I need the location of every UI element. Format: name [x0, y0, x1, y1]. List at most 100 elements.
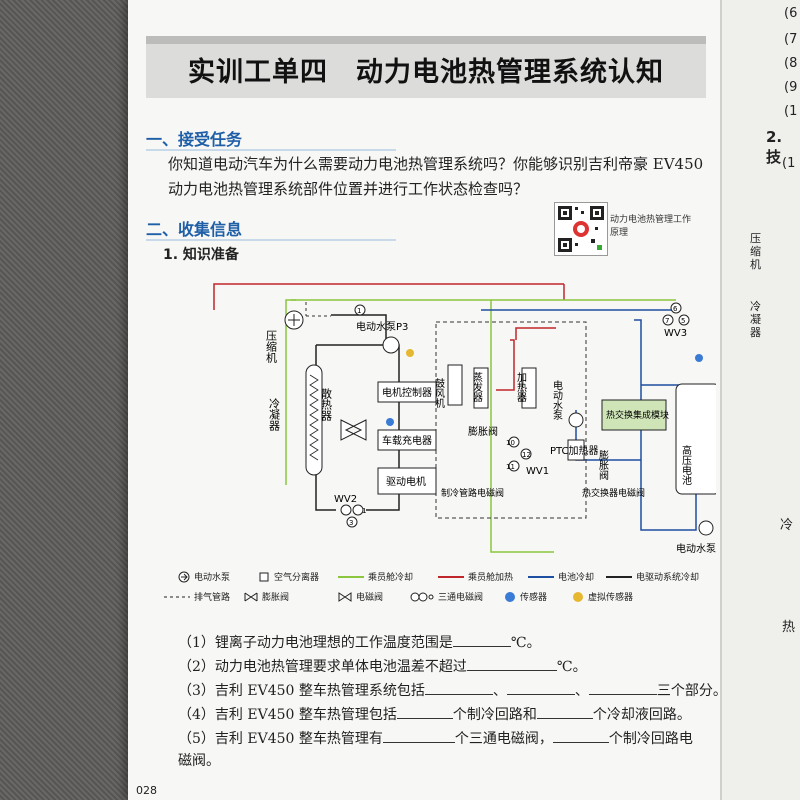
page-title: 实训工单四 动力电池热管理系统认知	[188, 57, 664, 88]
valve-1-icon	[354, 304, 366, 316]
virtual-sensor-icon	[406, 349, 414, 357]
cabin-cooling-line	[285, 299, 296, 485]
air-separator-icon	[259, 572, 269, 581]
question-3: （3）吉利 EV450 整车热管理系统包括、、三个部分。	[178, 680, 727, 702]
legend-item: 排气管路	[164, 590, 230, 603]
drive-cooling-swatch	[606, 575, 632, 578]
vent-line	[305, 302, 331, 317]
right-page-item: (7	[784, 32, 798, 47]
right-page-item: (9	[784, 80, 798, 95]
legend-item: 虚拟传感器	[572, 590, 633, 603]
heat-exchanger-label: 热交换集成模块	[606, 409, 669, 421]
answer-blank[interactable]	[552, 728, 609, 743]
right-page-condenser-label: 冷凝器	[750, 300, 761, 339]
legend-item: 乘员舱冷却	[338, 570, 413, 583]
pump-p2-icon	[698, 520, 714, 536]
right-page-heading: 2. 技	[766, 128, 783, 166]
electric-pump-icon	[568, 412, 584, 428]
answer-blank[interactable]	[424, 680, 493, 695]
wv1-valve-icon	[508, 460, 520, 472]
radiator-label: 散热器	[320, 387, 333, 422]
qr-pattern-icon	[558, 206, 604, 252]
pump-p2-label: 电动水泵P2	[676, 542, 716, 555]
battery-cooling-swatch	[528, 575, 554, 578]
page-number: 028	[136, 784, 157, 797]
radiator-fan-icon	[340, 419, 367, 441]
wv2-valve-icon	[352, 504, 364, 516]
dashed-line-icon	[164, 596, 190, 597]
right-page-table-text: 冷	[780, 518, 794, 533]
wv2-label: WV2	[334, 494, 357, 505]
answer-blank[interactable]	[588, 680, 657, 695]
answer-blank[interactable]	[452, 632, 511, 647]
ptc-heater-label: PTC加热器	[550, 444, 599, 457]
heat-exchanger-box	[601, 399, 667, 431]
answer-blank[interactable]	[506, 680, 575, 695]
wv2-valve-icon	[340, 504, 352, 516]
motor-controller-label: 电机控制器	[382, 386, 432, 399]
blower-icon	[447, 364, 463, 406]
legend-item: 空气分离器	[258, 570, 319, 583]
charger-box	[377, 429, 437, 451]
condenser-icon	[305, 364, 323, 476]
wv1-label: WV1	[526, 466, 549, 477]
qr-code[interactable]	[554, 202, 608, 256]
hv-battery-box	[675, 383, 716, 495]
valve-number: 7	[665, 317, 669, 325]
fabric-background	[0, 0, 140, 800]
cooling-solenoid-label: 制冷管路电磁阀	[441, 487, 504, 499]
cabin-heating-line	[213, 283, 564, 310]
question-4: （4）吉利 EV450 整车热管理包括个制冷回路和个冷却液回路。	[178, 704, 698, 726]
workbook-page: 实训工单四 动力电池热管理系统认知 一、接受任务 你知道电动汽车为什么需要动力电…	[128, 0, 727, 800]
evaporator-icon	[473, 367, 489, 409]
electric-pump-label: 电动水泵	[551, 379, 563, 420]
wv1-valve-icon	[508, 436, 520, 448]
wv3-valve-icon	[678, 314, 690, 326]
section-heading-accept-task: 一、接受任务	[146, 130, 243, 149]
drive-cooling-line	[331, 314, 387, 345]
legend-item: 电驱动系统冷却	[606, 570, 699, 583]
section-underline	[146, 149, 396, 151]
cabin-cooling-line	[291, 299, 554, 553]
sensor-icon	[386, 418, 394, 426]
valve-number: 10	[506, 439, 515, 447]
ptc-heater-icon	[567, 439, 585, 461]
condenser-coil	[309, 374, 319, 461]
pump-icon	[178, 571, 190, 582]
motor-controller-box	[377, 381, 437, 403]
valve-number: 12	[522, 451, 531, 459]
expansion-valve-icon	[244, 592, 258, 601]
valve-number: 5	[681, 317, 685, 325]
expansion-valve-2-label: 膨胀阀	[597, 449, 609, 481]
evaporator-label: 蒸发器	[471, 372, 483, 403]
answer-blank[interactable]	[382, 728, 455, 743]
heater-label: 加热器	[515, 372, 527, 403]
section-heading-collect-info: 二、收集信息	[146, 220, 243, 239]
drive-motor-box	[377, 467, 437, 495]
cabin-cooling-swatch	[338, 575, 364, 578]
question-1: （1）锂离子动力电池理想的工作温度范围是℃。	[178, 632, 698, 654]
legend-item: 电磁阀	[338, 590, 383, 603]
right-page-compressor-label: 压缩机	[750, 232, 761, 271]
right-page-item: (6	[784, 6, 798, 21]
valve-number: 3	[349, 519, 353, 527]
expansion-valve-label: 膨胀阀	[468, 425, 498, 438]
cabin-heating-swatch	[438, 575, 464, 578]
title-banner-strip	[146, 36, 706, 44]
answer-blank[interactable]	[396, 704, 453, 719]
legend-item: 三通电磁阀	[410, 590, 483, 603]
section-underline	[146, 239, 396, 241]
qr-caption: 动力电池热管理工作原理	[610, 215, 692, 238]
legend-item: 传感器	[504, 590, 547, 603]
solenoid-valve-icon	[338, 591, 352, 602]
sensor-icon	[505, 591, 515, 602]
answer-blank[interactable]	[466, 656, 557, 671]
valve-number: 6	[673, 305, 678, 313]
next-page-edge: (6 (7 (8 (9 (1 2. 技 (1 压缩机 冷凝器 冷 热	[720, 0, 800, 800]
legend-item: 乘员舱加热	[438, 570, 513, 583]
wv3-valve-icon	[670, 302, 682, 314]
sensor-icon	[695, 354, 703, 362]
wv2-valve-icon	[346, 516, 358, 528]
condenser-label: 冷凝器	[268, 398, 281, 432]
answer-blank[interactable]	[536, 704, 593, 719]
